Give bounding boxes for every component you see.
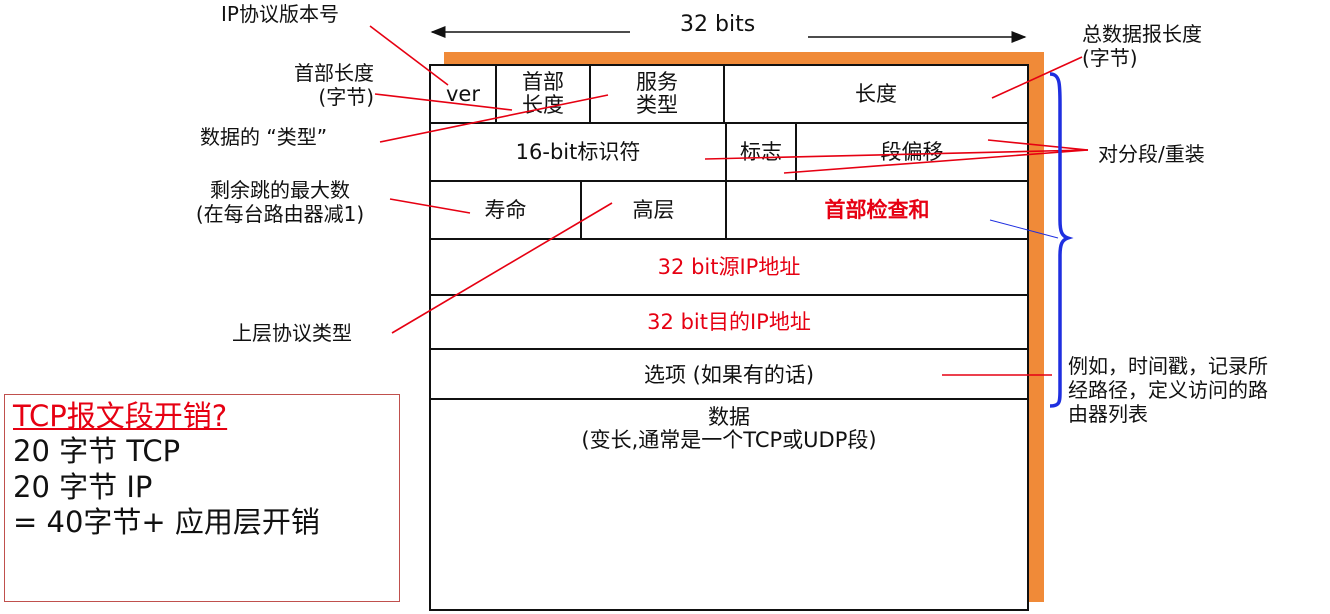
hlen-annotation-line-1: 首部长度 xyxy=(294,61,374,85)
header-length-field: 首部长度 xyxy=(497,64,591,122)
flags-field: 标志 xyxy=(727,122,797,180)
ip-datagram-header: ver 首部长度 服务类型 长度 16-bit标识符 标志 段偏移 寿命 高层 … xyxy=(429,64,1029,611)
tos-line-1: 服务 xyxy=(636,70,678,95)
options-annotation-line-2: 经路径，定义访问的路 xyxy=(1068,378,1268,402)
source-ip-field: 32 bit源IP地址 xyxy=(429,238,1029,294)
fragment-offset-field: 段偏移 xyxy=(797,122,1029,180)
source-ip-text: 32 bit源IP地址 xyxy=(657,254,801,279)
checksum-text: 首部检查和 xyxy=(824,197,930,222)
total-annotation-line-1: 总数据报长度 xyxy=(1082,22,1202,46)
ttl-annotation-line-2: (在每台路由器减1) xyxy=(195,202,365,226)
ver-text: ver xyxy=(446,81,480,106)
upper-protocol-annotation: 上层协议类型 xyxy=(232,321,352,345)
ttl-annotation-line-1: 剩余跳的最大数 xyxy=(210,178,350,202)
total-length-field: 长度 xyxy=(725,64,1029,122)
flags-text: 标志 xyxy=(740,139,782,164)
hlen-line-2: 长度 xyxy=(522,93,564,117)
dest-ip-text: 32 bit目的IP地址 xyxy=(647,309,811,334)
tcp-overhead-line: 20 字节 IP xyxy=(13,469,153,504)
tcp-overhead-box: TCP报文段开销? 20 字节 TCP 20 字节 IP = 40字节+ 应用层… xyxy=(4,394,400,602)
total-length-text: 长度 xyxy=(855,81,897,106)
identifier-text: 16-bit标识符 xyxy=(515,139,641,164)
type-annotation: 数据的 “类型” xyxy=(200,125,328,149)
upper-layer-text: 高层 xyxy=(632,197,675,222)
ver-field: ver xyxy=(429,64,497,122)
options-field: 选项 (如果有的话) xyxy=(429,348,1029,400)
fragmentation-annotation: 对分段/重装 xyxy=(1098,142,1205,166)
tcp-overhead-title: TCP报文段开销? xyxy=(13,399,228,433)
tos-line-2: 类型 xyxy=(636,93,678,117)
identifier-field: 16-bit标识符 xyxy=(429,122,727,180)
options-annotation-line-3: 由器列表 xyxy=(1068,402,1148,426)
options-text: 选项 (如果有的话) xyxy=(643,362,815,387)
total-length-annotation: 总数据报长度 (字节) xyxy=(1082,22,1202,70)
options-annotation: 例如，时间戳，记录所 经路径，定义访问的路 由器列表 xyxy=(1068,354,1268,426)
data-line-1: 数据 xyxy=(707,405,750,429)
hlen-annotation-line-2: (字节) xyxy=(318,85,374,109)
data-line-2: (变长,通常是一个TCP或UDP段) xyxy=(581,427,877,452)
hlen-line-1: 首部 xyxy=(522,70,564,95)
ttl-field: 寿命 xyxy=(429,180,582,238)
checksum-field: 首部检查和 xyxy=(727,180,1029,238)
tcp-overhead-line: = 40字节+ 应用层开销 xyxy=(13,505,320,540)
fragment-offset-text: 段偏移 xyxy=(880,139,944,164)
bits-label: 32 bits xyxy=(680,12,756,37)
tos-field: 服务类型 xyxy=(591,64,725,122)
version-annotation: IP协议版本号 xyxy=(221,2,339,26)
ttl-text: 寿命 xyxy=(484,197,527,222)
ttl-annotation: 剩余跳的最大数 (在每台路由器减1) xyxy=(170,178,390,226)
header-brace xyxy=(1049,72,1074,408)
options-annotation-line-1: 例如，时间戳，记录所 xyxy=(1068,354,1268,378)
header-length-annotation: 首部长度 (字节) xyxy=(264,61,374,109)
total-annotation-line-2: (字节) xyxy=(1082,46,1138,70)
upper-layer-field: 高层 xyxy=(582,180,727,238)
data-field: 数据(变长,通常是一个TCP或UDP段) xyxy=(429,398,1029,611)
dest-ip-field: 32 bit目的IP地址 xyxy=(429,294,1029,348)
tcp-overhead-line: 20 字节 TCP xyxy=(13,434,181,469)
